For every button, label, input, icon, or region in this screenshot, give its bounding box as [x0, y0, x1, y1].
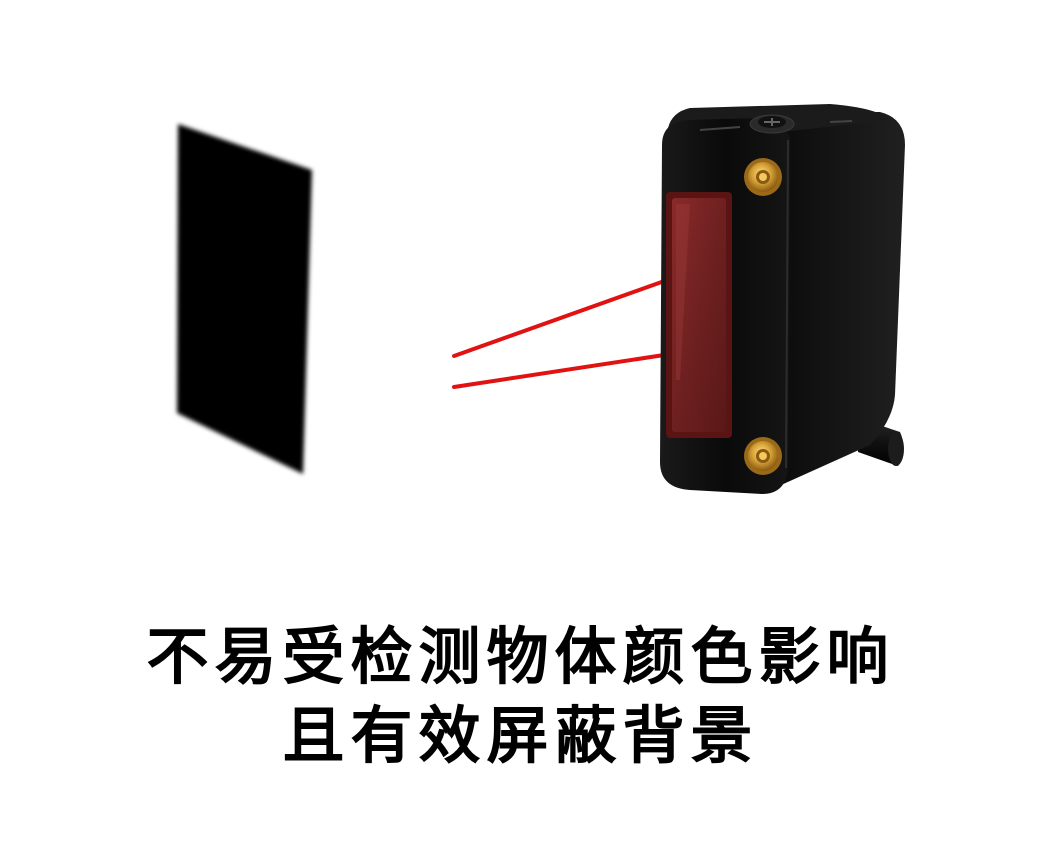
caption-line-2: 且有效屏蔽背景 [282, 699, 759, 772]
mounting-insert-top-icon [744, 158, 782, 196]
mounting-insert-bottom-icon [744, 437, 782, 475]
caption-line-1: 不易受检测物体颜色影响 [146, 620, 895, 693]
laser-beam-lower [452, 353, 666, 389]
photoelectric-sensor [660, 104, 905, 494]
adjuster-knob-icon [749, 114, 795, 134]
laser-beams [452, 272, 686, 389]
target-plate [177, 124, 312, 474]
illustration [177, 104, 905, 494]
sensor-lens-window [666, 192, 732, 438]
laser-beam-upper [452, 272, 686, 358]
